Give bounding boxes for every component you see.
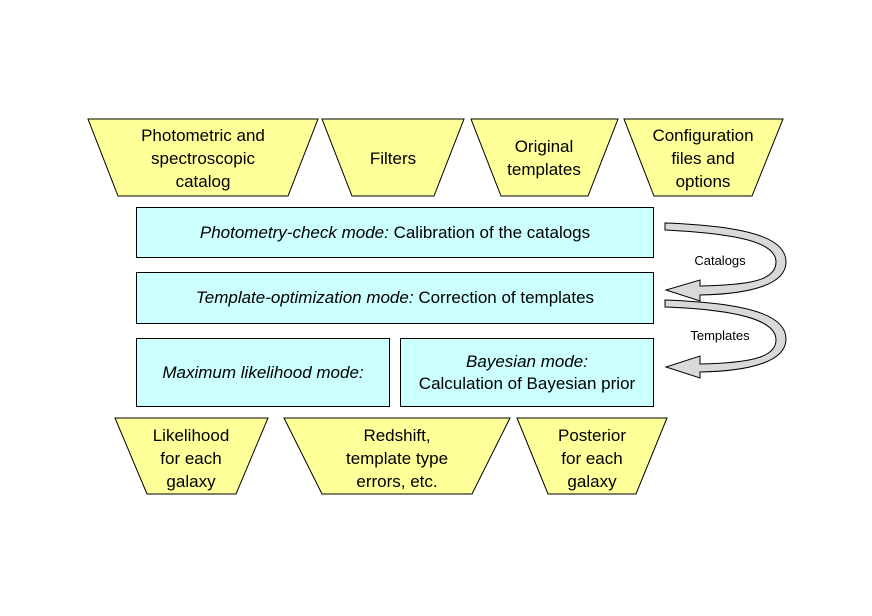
- bayesian-mode-label: Bayesian mode:: [466, 351, 588, 371]
- maximum-likelihood-box: Maximum likelihood mode:: [136, 338, 390, 407]
- input-catalog-line-3: catalog: [176, 172, 231, 191]
- input-configuration-line-1: Configuration: [652, 126, 753, 145]
- input-templates: Original templates: [470, 118, 619, 197]
- catalogs-arrow-label: Catalogs: [694, 253, 746, 268]
- templates-arrow: Templates: [664, 299, 787, 379]
- input-catalog-line-2: spectroscopic: [151, 149, 255, 168]
- output-likelihood-line-2: for each: [160, 449, 221, 468]
- input-templates-line-2: templates: [507, 160, 581, 179]
- output-posterior: Posterior for each galaxy: [516, 417, 668, 495]
- photometry-check-mode-label: Photometry-check mode:: [199, 222, 389, 242]
- template-optimization-mode-label: Template-optimization mode:: [195, 288, 414, 307]
- input-catalog-line-1: Photometric and: [141, 126, 265, 145]
- templates-arrow-label: Templates: [690, 328, 750, 343]
- output-likelihood: Likelihood for each galaxy: [114, 417, 269, 495]
- output-posterior-line-3: galaxy: [567, 472, 617, 491]
- photometry-check-description: Calibration of the catalogs: [393, 222, 591, 242]
- input-templates-line-1: Original: [515, 137, 574, 156]
- output-redshift: Redshift, template type errors, etc.: [283, 417, 511, 495]
- output-likelihood-line-3: galaxy: [166, 472, 216, 491]
- output-likelihood-line-1: Likelihood: [153, 426, 230, 445]
- input-filters-line-1: Filters: [370, 149, 416, 168]
- bayesian-box: Bayesian mode: Calculation of Bayesian p…: [400, 338, 654, 407]
- output-redshift-line-2: template type: [346, 449, 448, 468]
- output-posterior-line-2: for each: [561, 449, 622, 468]
- input-catalog: Photometric and spectroscopic catalog: [87, 118, 319, 197]
- output-redshift-line-1: Redshift,: [363, 426, 430, 445]
- catalogs-arrow: Catalogs: [664, 222, 787, 302]
- photometry-check-box: Photometry-check mode: Calibration of th…: [136, 207, 654, 258]
- bayesian-description: Calculation of Bayesian prior: [418, 373, 636, 393]
- input-configuration-line-3: options: [676, 172, 731, 191]
- output-posterior-line-1: Posterior: [558, 426, 626, 445]
- template-optimization-description: Correction of templates: [418, 288, 595, 307]
- template-optimization-box: Template-optimization mode: Correction o…: [136, 272, 654, 324]
- input-filters: Filters: [321, 118, 465, 197]
- input-configuration: Configuration files and options: [623, 118, 784, 197]
- input-configuration-line-2: files and: [671, 149, 734, 168]
- output-redshift-line-3: errors, etc.: [356, 472, 437, 491]
- maximum-likelihood-mode-label: Maximum likelihood mode:: [162, 362, 364, 382]
